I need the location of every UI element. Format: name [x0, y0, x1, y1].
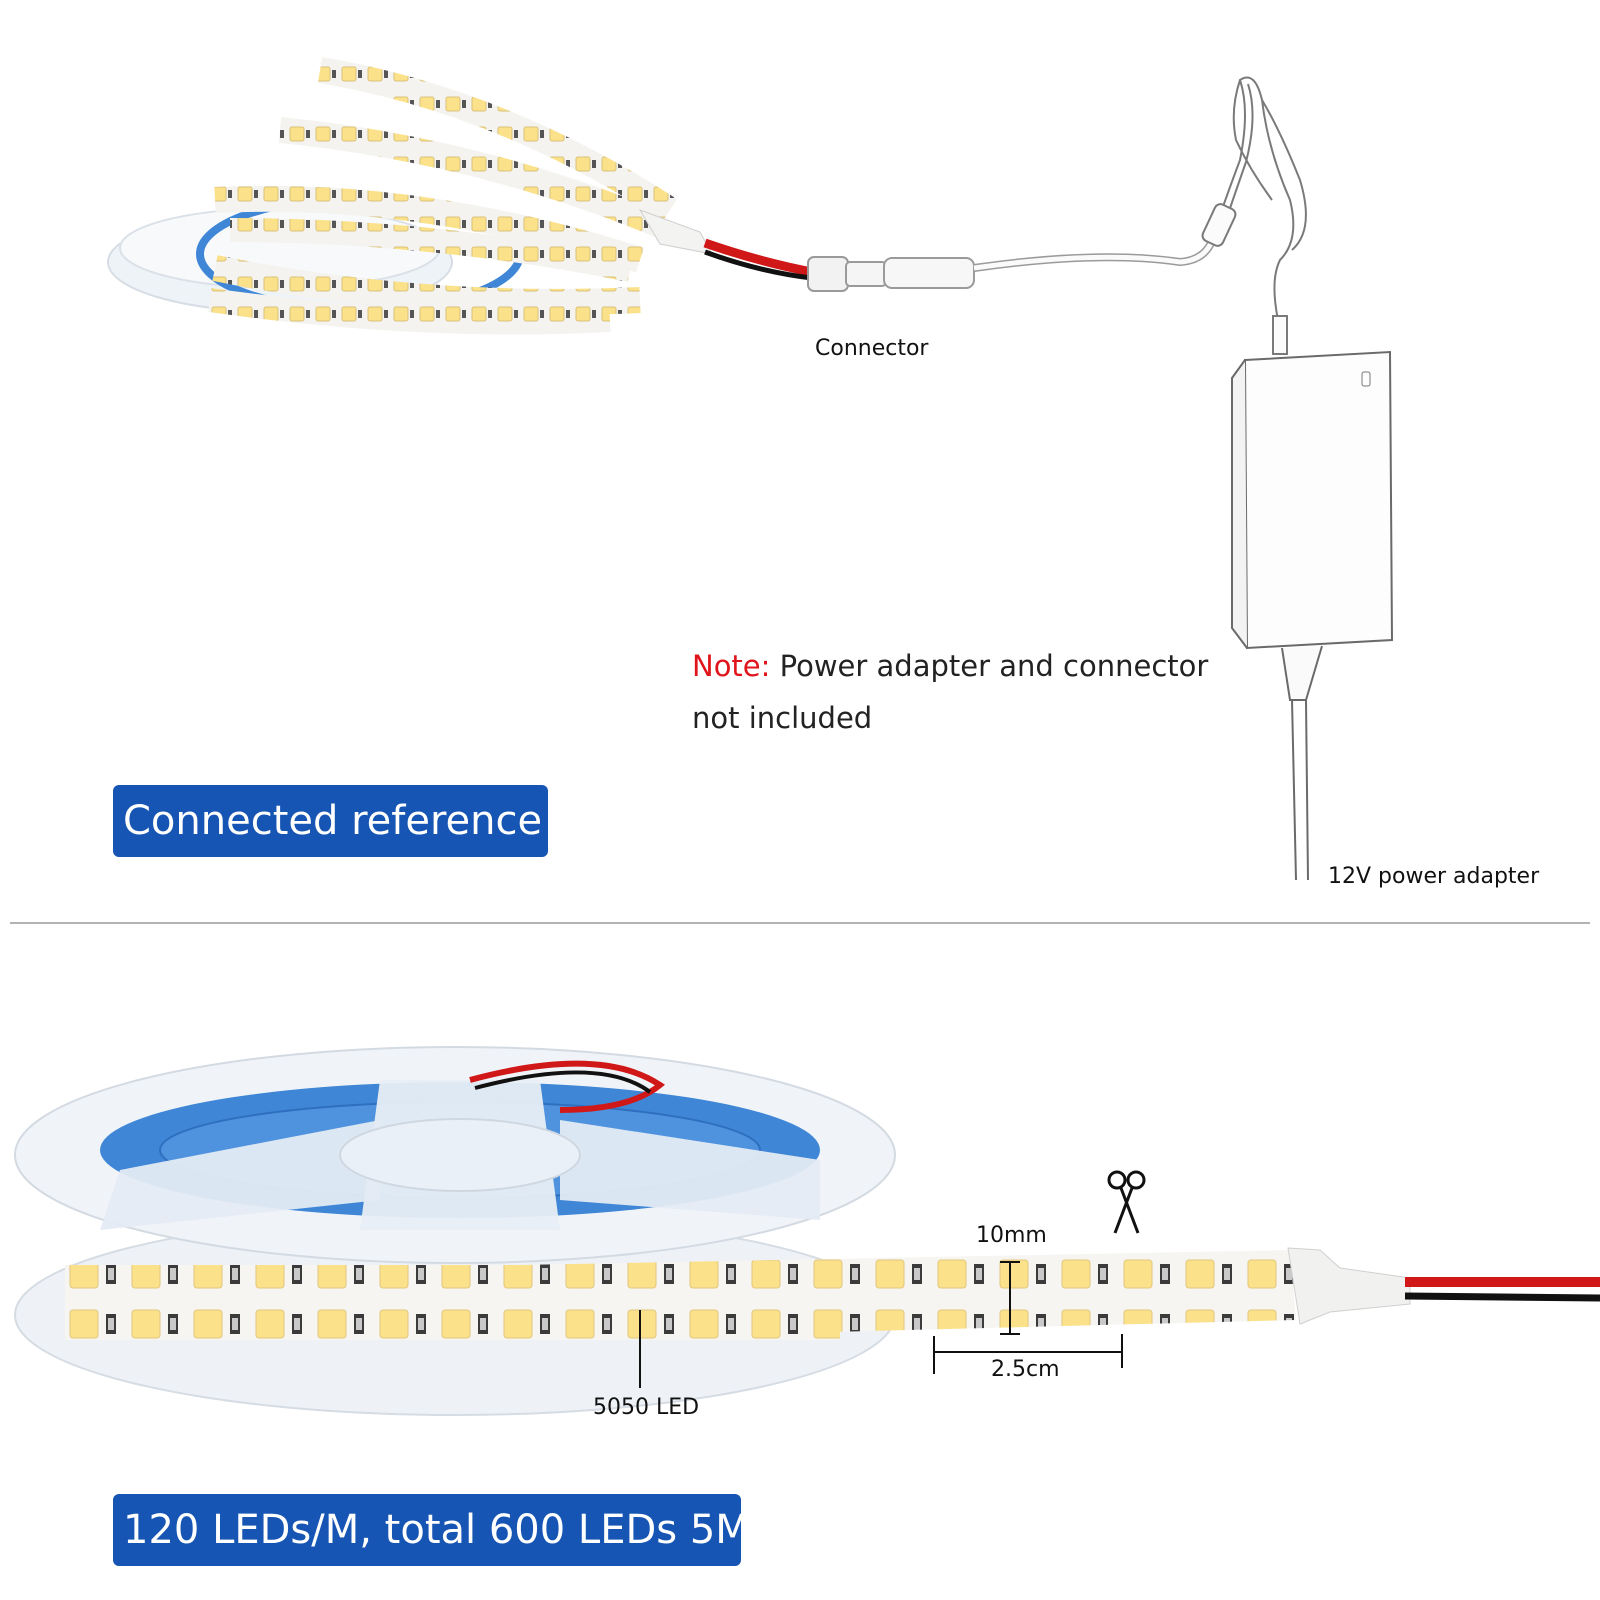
led-type-label: 5050 LED	[593, 1395, 700, 1420]
power-adapter	[1231, 350, 1394, 881]
width-dimension	[1000, 1261, 1020, 1335]
connector-label: Connector	[815, 336, 929, 361]
note-prefix: Note:	[692, 649, 771, 683]
led-strip-reel-top	[107, 57, 713, 335]
note-body: Power adapter and connector not included	[692, 649, 1209, 735]
adapter-cable	[1201, 76, 1307, 355]
dc-connector	[703, 229, 1219, 292]
led-count-badge: 120 LEDs/M, total 600 LEDs 5M	[113, 1494, 750, 1566]
connected-reference-badge: Connected reference	[113, 785, 548, 857]
scissors-icon	[1107, 1170, 1146, 1234]
led-strip-reel-bottom	[14, 1046, 896, 1416]
cut-length-label: 2.5cm	[991, 1357, 1060, 1382]
width-label: 10mm	[976, 1223, 1047, 1248]
led-strip-extended	[520, 1247, 1600, 1340]
note-text: Note: Power adapter and connector not in…	[692, 640, 1232, 744]
cut-length-dimension	[933, 1334, 1123, 1374]
adapter-label: 12V power adapter	[1328, 864, 1540, 889]
